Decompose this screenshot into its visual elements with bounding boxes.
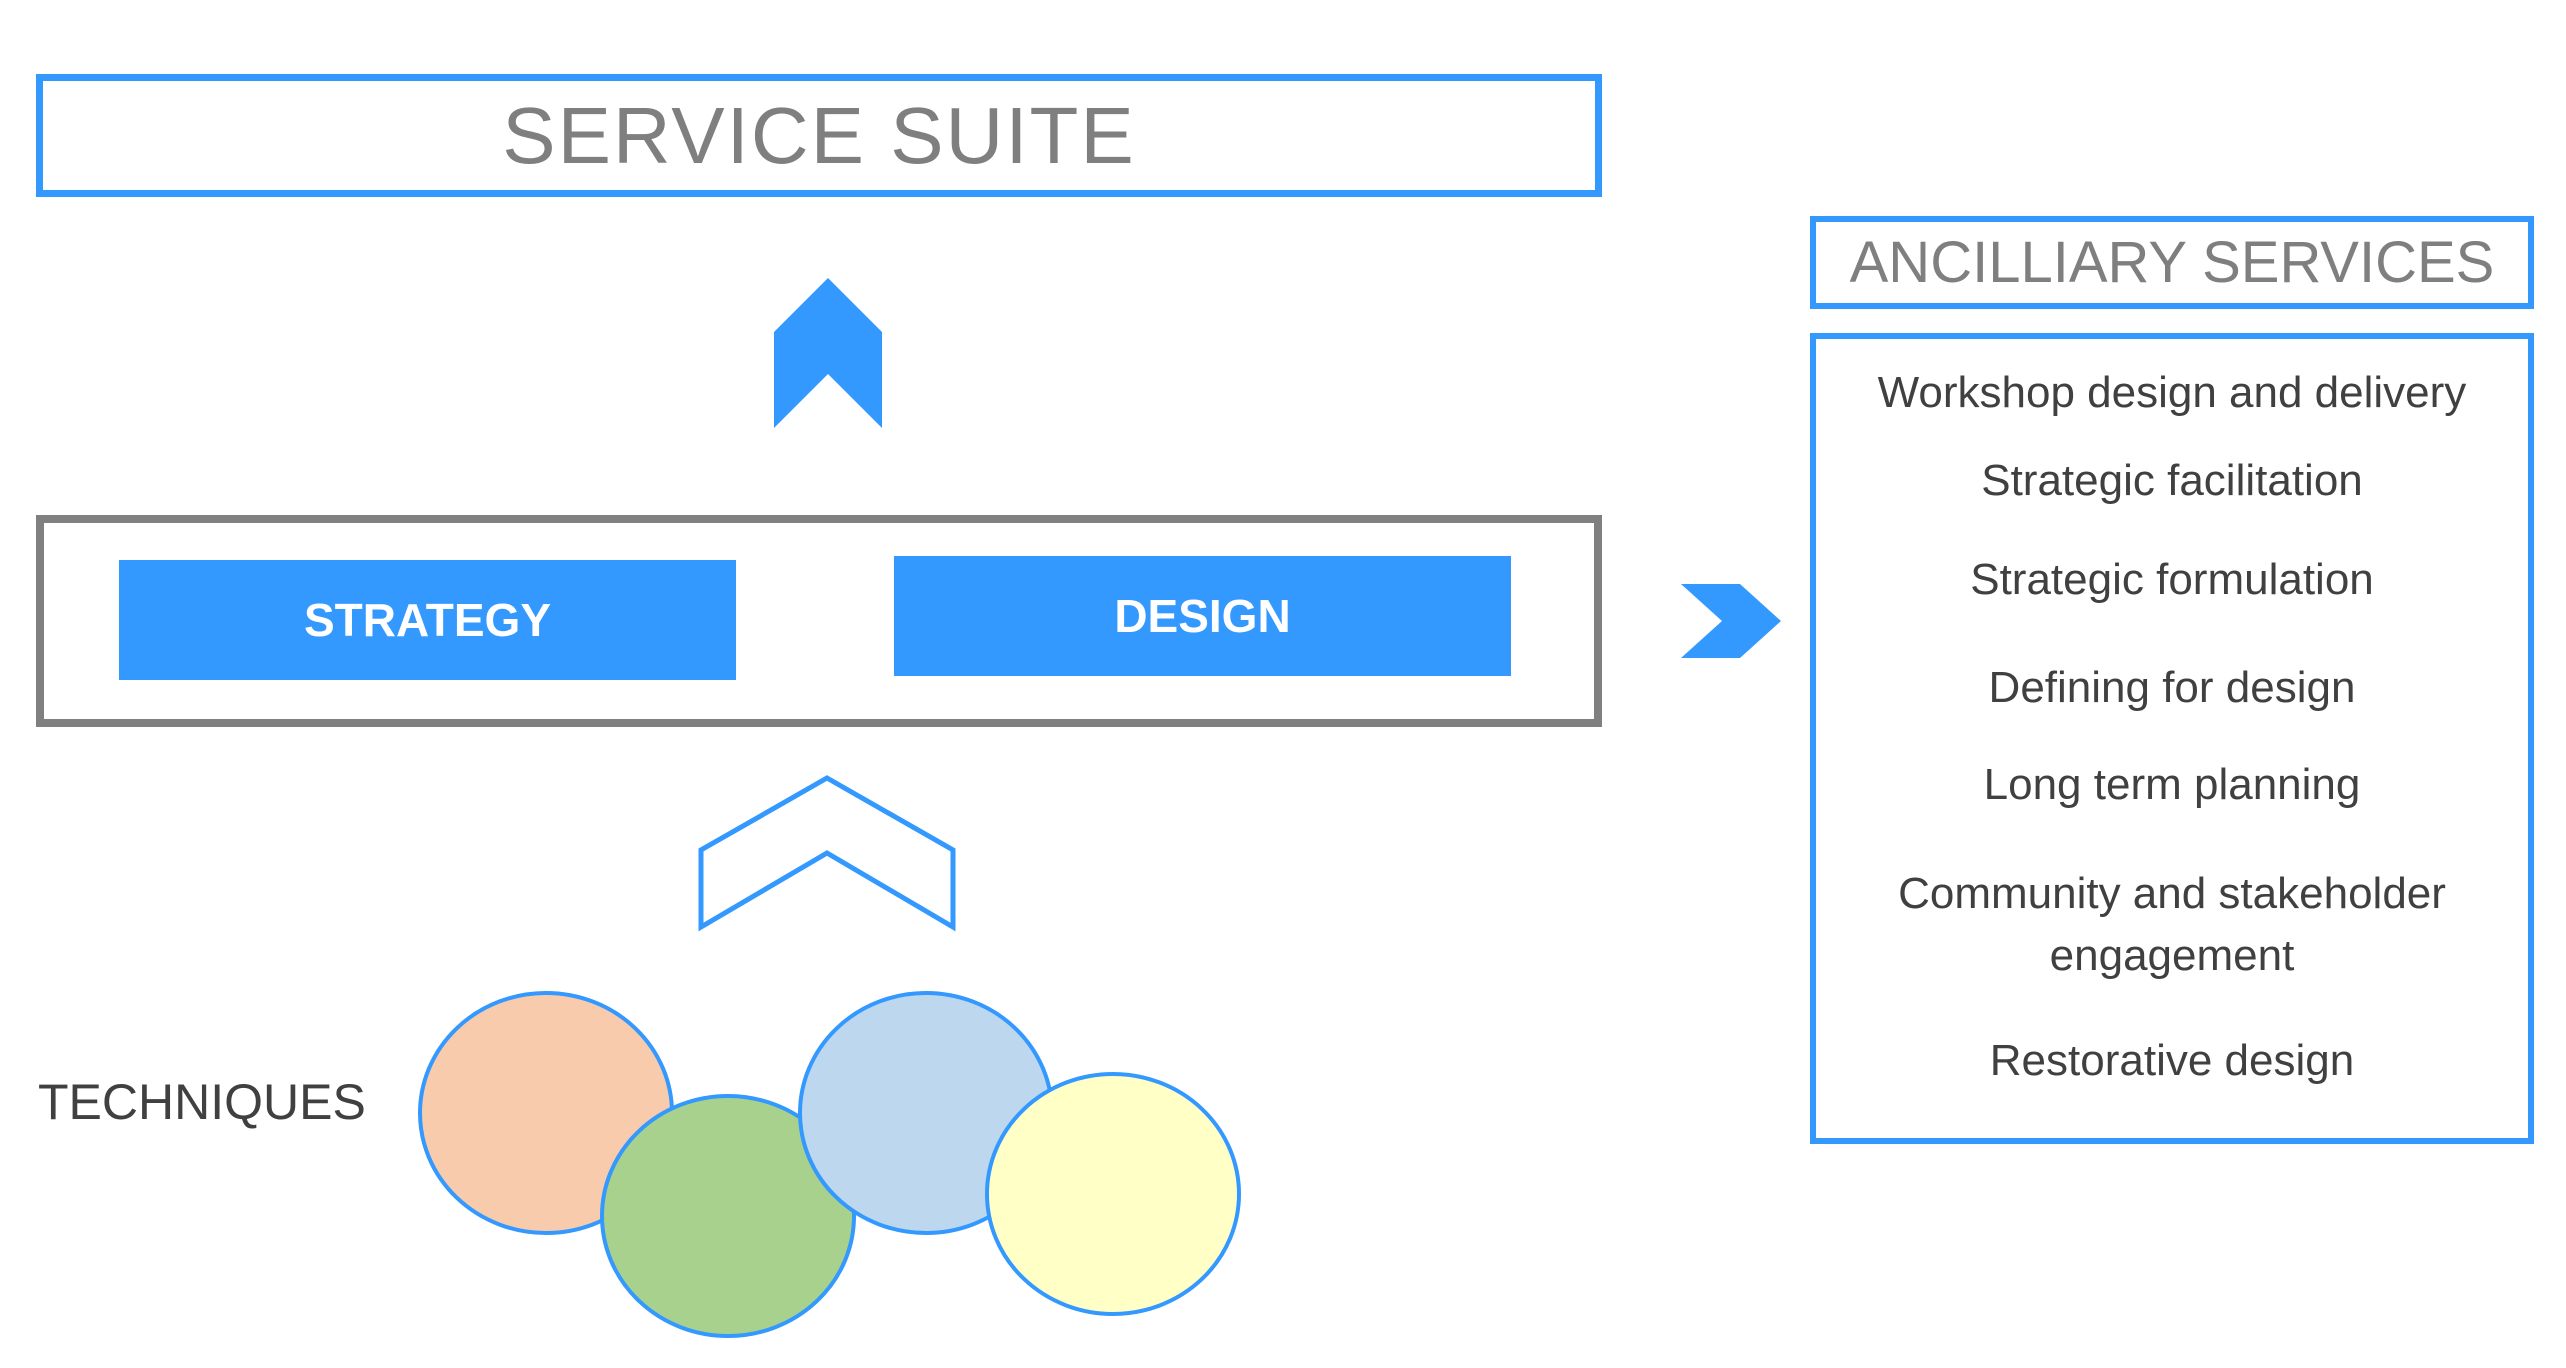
techniques-label: TECHNIQUES [38,1074,366,1130]
strategy-block: STRATEGY [119,560,736,680]
ancillary-item: Restorative design [1989,1036,2355,1085]
technique-circle-yellow [985,1072,1241,1316]
service-suite-title: SERVICE SUITE [502,90,1136,180]
right-chevron-icon [1681,584,1781,658]
ancillary-item: Strategic formulation [1970,555,2374,604]
ancillary-services-title: ANCILLIARY SERVICES [1849,230,2495,295]
design-label: DESIGN [1114,590,1291,642]
ancillary-item: Community and stakeholder engagement [1898,869,2446,980]
design-block: DESIGN [894,556,1511,676]
technique-circle-green [600,1094,856,1338]
ancillary-item: Defining for design [1988,663,2356,712]
up-chevron-solid-icon [774,278,882,428]
ancillary-item: Strategic facilitation [1981,456,2363,505]
ancillary-services-header: ANCILLIARY SERVICES [1810,216,2534,309]
ancillary-item: Workshop design and delivery [1877,368,2467,417]
ancillary-services-list [1810,333,2534,1144]
ancillary-item: Long term planning [1983,760,2361,809]
strategy-label: STRATEGY [303,594,552,646]
service-suite-box: SERVICE SUITE [36,74,1602,197]
up-chevron-outline-icon [698,775,956,932]
strategy-design-frame [36,515,1602,727]
